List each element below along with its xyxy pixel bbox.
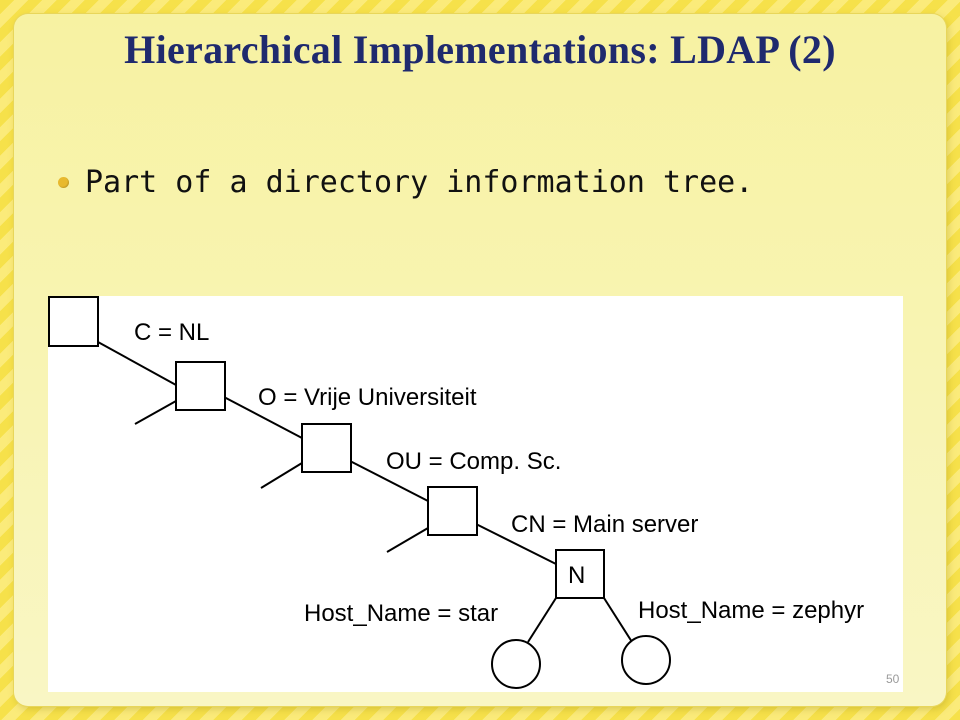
leaf-star <box>491 639 541 689</box>
label-ou: OU = Comp. Sc. <box>386 448 561 475</box>
leaf-zephyr <box>621 635 671 685</box>
label-host-star: Host_Name = star <box>304 600 498 627</box>
node-o <box>175 361 226 411</box>
edge-ou-cn <box>349 460 429 502</box>
node-n <box>555 549 605 599</box>
label-n: N <box>568 562 585 589</box>
slide-title: Hierarchical Implementations: LDAP (2) <box>124 27 836 72</box>
label-host-zephyr: Host_Name = zephyr <box>638 597 864 624</box>
stub-o <box>134 400 177 425</box>
bullet-item: Part of a directory information tree. <box>58 162 753 202</box>
node-c <box>48 296 99 347</box>
edge-n-zephyr <box>603 597 633 643</box>
node-ou <box>301 423 352 473</box>
bullet-icon <box>58 176 69 188</box>
edge-n-star <box>527 597 557 643</box>
directory-information-tree: C = NL O = Vrije Universiteit OU = Comp.… <box>48 296 903 692</box>
stub-ou <box>260 462 303 489</box>
stub-cn <box>386 527 429 553</box>
label-cn: CN = Main server <box>511 511 698 538</box>
tree-svg: C = NL O = Vrije Universiteit OU = Comp.… <box>48 296 864 689</box>
bullet-text: Part of a directory information tree. <box>85 164 754 200</box>
page-number: 50 <box>886 672 900 686</box>
label-c: C = NL <box>134 319 209 346</box>
label-o: O = Vrije Universiteit <box>258 384 477 411</box>
edge-o-ou <box>223 396 303 439</box>
edge-c-o <box>97 341 177 386</box>
edge-cn-n <box>475 523 557 565</box>
node-cn <box>427 486 478 536</box>
